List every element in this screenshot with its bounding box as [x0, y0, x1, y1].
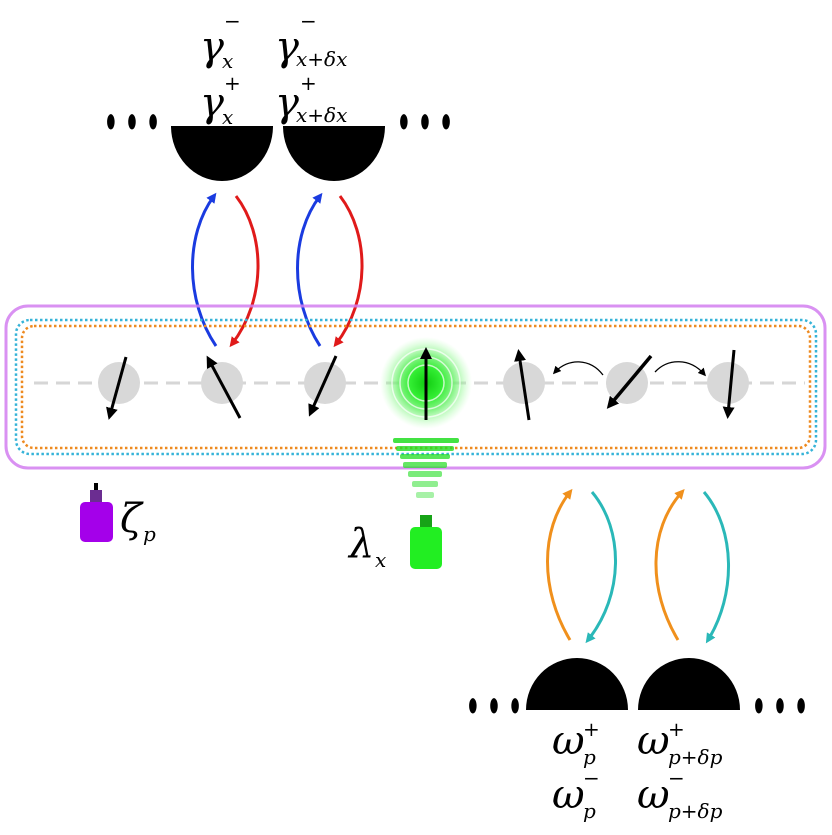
gamma-xdx-minus-sub: x+δx: [296, 47, 347, 71]
beam-bar-6: [412, 481, 438, 487]
label-gamma-x-minus: γ − x: [200, 9, 241, 73]
spin-5-arrow: [514, 349, 531, 421]
beam-bar-4: [403, 462, 447, 468]
bottom-reservoir-p: [526, 658, 628, 710]
spin-1: [98, 356, 140, 420]
spin-7-site: [707, 362, 749, 404]
bottom-ellipsis-left: • • •: [466, 682, 522, 733]
laser-probe-body: [410, 527, 442, 569]
bottom-reservoirs: • • • • • •: [466, 658, 808, 733]
spin-6: [606, 354, 653, 409]
lambda-sub: x: [375, 548, 386, 572]
spin-4-excited: [380, 337, 472, 429]
gamma-x-minus-sub: x: [222, 49, 233, 73]
spin-3-arrow: [308, 355, 338, 417]
label-omega-p-minus: ω − p: [552, 766, 600, 823]
spin-1-arrow: [106, 356, 128, 420]
gamma-xdx-plus-base: γ: [275, 80, 299, 126]
gamma-xdx-minus-base: γ: [275, 24, 299, 70]
gamma-xdx-plus-sub: x+δx: [296, 103, 347, 127]
bottom-ellipsis-right: • • •: [752, 682, 808, 733]
gamma-x-minus-sup: −: [224, 9, 241, 33]
label-gamma-xdx-minus: γ − x+δx: [275, 9, 347, 71]
pump-arrow-2: [654, 489, 685, 641]
top-reservoir-x-plus-dx: [283, 126, 385, 181]
gamma-xdx-minus-sup: −: [300, 9, 317, 33]
spin-5: [503, 349, 545, 421]
spin-chain: [4, 304, 827, 470]
beam-bar-1: [393, 438, 459, 443]
gamma-xdx-plus-sup: +: [300, 71, 317, 95]
label-gamma-xdx-plus: γ + x+δx: [275, 71, 347, 127]
gamma-x-plus-sup: +: [224, 71, 241, 95]
omega-pdp-plus-base: ω: [637, 718, 670, 764]
omega-p-minus-sup: −: [583, 766, 600, 790]
beam-bar-2: [396, 446, 454, 451]
top-ellipsis-left: • • •: [104, 98, 160, 149]
dephasing-probe-cap: [90, 490, 102, 504]
spin-6-arrow: [606, 354, 653, 409]
gain-arrow-1: [229, 195, 260, 348]
spin-3: [304, 355, 346, 417]
spin-2-arrow: [206, 355, 242, 419]
top-exchange-arrows: [191, 192, 364, 348]
dephasing-probe-body: [80, 502, 113, 542]
omega-pdp-plus-sup: +: [668, 717, 685, 741]
dephasing-probe: ζ p: [80, 483, 156, 546]
bottom-exchange-arrows: [546, 488, 730, 644]
beam-bar-5: [408, 471, 442, 477]
top-reservoir-x: [171, 126, 273, 181]
hop-arrow-left: [552, 361, 604, 376]
laser-probe: λ x: [347, 515, 442, 572]
gamma-x-plus-base: γ: [200, 80, 224, 126]
omega-p-minus-base: ω: [552, 772, 585, 818]
pump-arrow-1: [546, 488, 573, 641]
zeta-base: ζ: [120, 496, 144, 542]
omega-p-plus-sup: +: [583, 717, 600, 741]
label-omega-pdp-minus: ω − p+δp: [637, 766, 723, 823]
beam-bar-7: [416, 492, 434, 498]
top-reservoirs: • • • • • •: [104, 98, 453, 181]
gamma-x-minus-base: γ: [200, 24, 224, 70]
top-ellipsis-right: • • •: [397, 98, 453, 149]
decay-arrow-2: [702, 491, 730, 644]
dotted-box-cyan: [14, 318, 818, 456]
spin-7: [707, 349, 749, 419]
spin-2: [201, 355, 243, 419]
spin-7-arrow: [722, 349, 736, 419]
gain-arrow-2: [333, 195, 364, 348]
omega-pdp-plus-sub: p+δp: [668, 745, 723, 769]
lambda-base: λ: [347, 521, 374, 567]
decay-arrow-1: [585, 491, 617, 644]
hop-arrow-right: [654, 361, 706, 377]
omega-p-plus-base: ω: [552, 718, 585, 764]
bottom-labels: ω + p ω + p+δp ω − p ω − p+δp: [552, 717, 723, 823]
label-gamma-x-plus: γ + x: [200, 71, 241, 129]
loss-arrow-1: [191, 192, 218, 347]
zeta-sub: p: [143, 522, 156, 546]
omega-p-minus-sub: p: [583, 799, 596, 823]
omega-pdp-minus-base: ω: [637, 772, 670, 818]
label-omega-p-plus: ω + p: [552, 717, 600, 769]
top-labels: γ − x γ − x+δx γ + x γ + x+δx: [200, 9, 347, 129]
laser-probe-cap: [420, 515, 432, 529]
label-omega-pdp-plus: ω + p+δp: [637, 717, 723, 769]
laser-beam: [393, 438, 459, 498]
loss-arrow-2: [296, 192, 323, 347]
beam-bar-3: [400, 454, 450, 459]
omega-pdp-minus-sub: p+δp: [668, 799, 723, 823]
gamma-x-plus-sub: x: [222, 105, 233, 129]
bottom-reservoir-p-plus-dp: [638, 658, 740, 710]
omega-pdp-minus-sup: −: [668, 766, 685, 790]
omega-p-plus-sub: p: [583, 745, 596, 769]
dephasing-probe-tip: [94, 483, 98, 491]
